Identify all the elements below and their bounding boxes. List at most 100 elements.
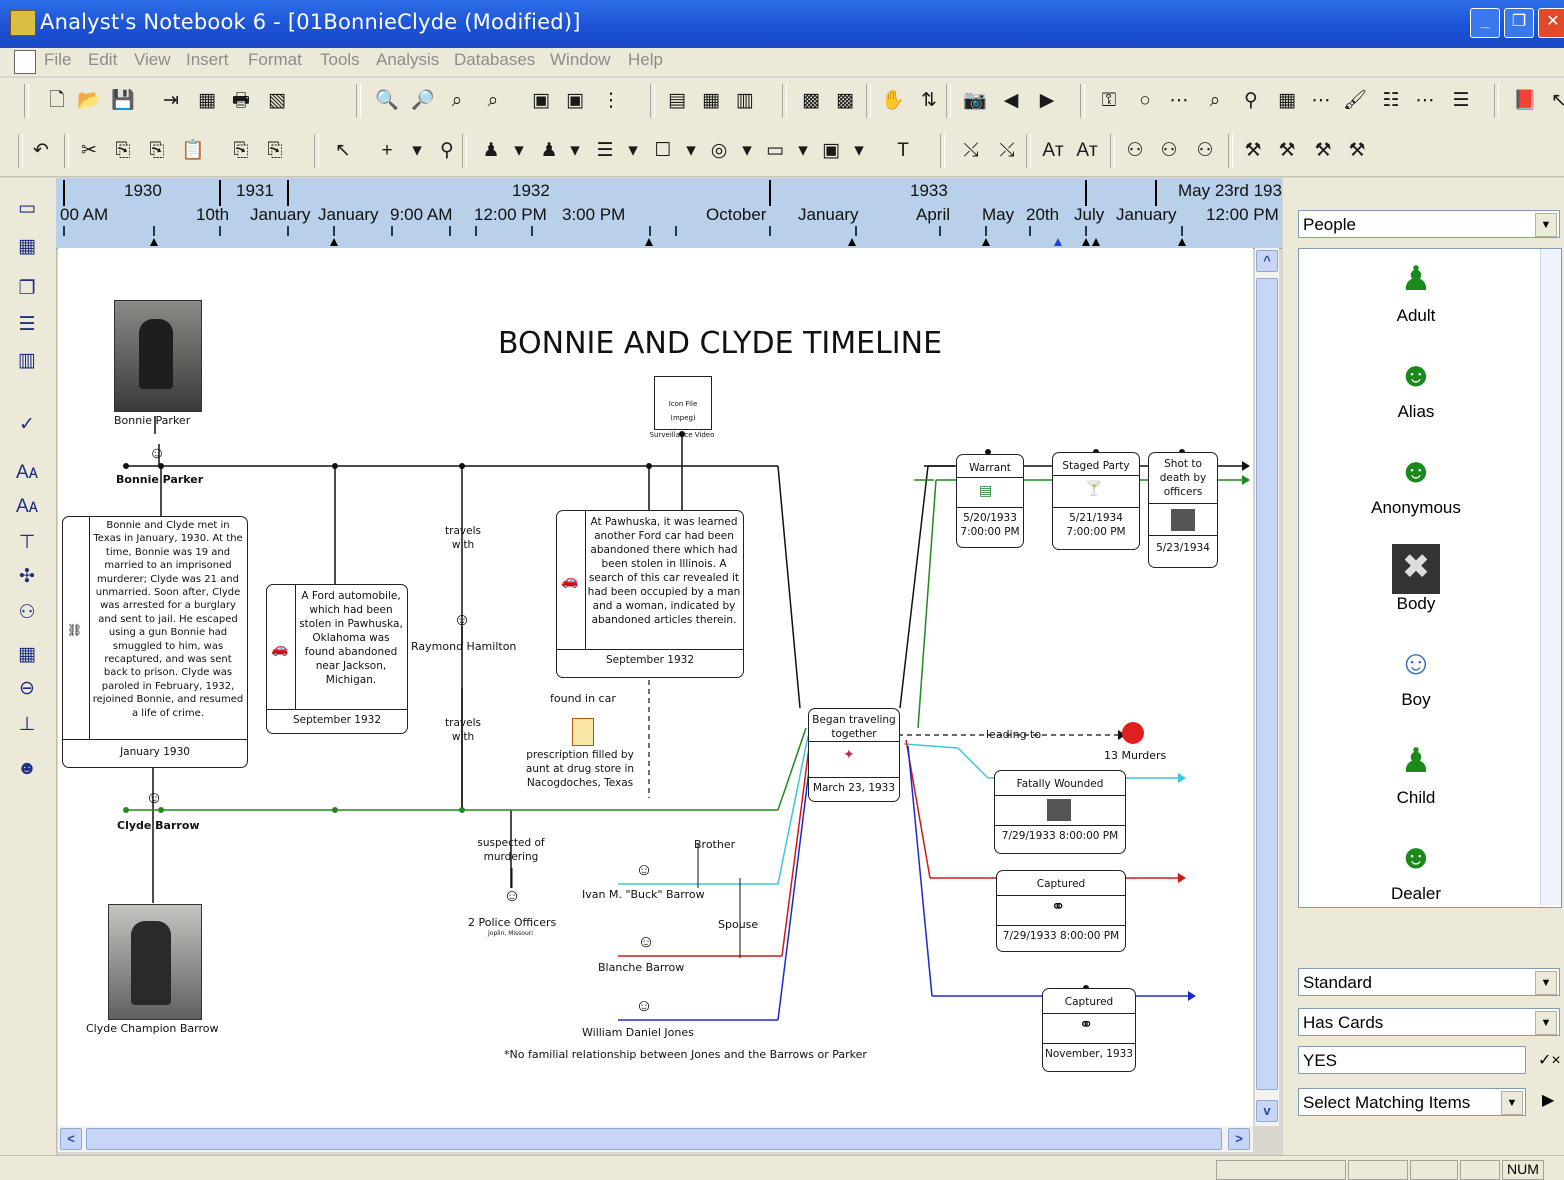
open-icon[interactable]: 📂 <box>77 90 101 111</box>
link-icon[interactable]: ⊖ <box>19 678 35 699</box>
chevron-down-icon[interactable]: ▾ <box>798 140 808 161</box>
book-icon[interactable]: 📕 <box>1513 90 1537 111</box>
text-icon[interactable]: T <box>897 140 909 161</box>
copy-icon[interactable]: ⎘ <box>115 140 131 161</box>
attribute-dropdown[interactable]: Has Cards▼ <box>1298 1008 1560 1036</box>
clear-value-icon[interactable]: ✓× <box>1538 1052 1561 1069</box>
circle-icon[interactable]: ○ <box>1139 90 1151 111</box>
key-icon[interactable]: ⚿ <box>1101 90 1117 111</box>
event-warrant-box[interactable]: Warrant ▤ 5/20/1933 7:00:00 PM <box>956 454 1024 548</box>
frame-icon[interactable]: ▭ <box>18 198 36 219</box>
image-icon[interactable]: ▣ <box>822 140 840 161</box>
copy-format-icon[interactable]: ⎘ <box>233 140 249 161</box>
horizontal-scrollbar[interactable]: < > <box>58 1126 1253 1152</box>
chevron-down-icon[interactable]: ▾ <box>742 140 752 161</box>
menu-view[interactable]: View <box>134 50 171 69</box>
hand-icon[interactable]: ✋ <box>881 90 905 111</box>
murders-icon[interactable] <box>1122 722 1144 744</box>
event-captured1-box[interactable]: Captured ⚭ 7/29/1933 8:00:00 PM <box>996 870 1126 952</box>
menu-insert[interactable]: Insert <box>186 50 229 69</box>
chart-canvas[interactable]: BONNIE AND CLYDE TIMELINE Bonnie Parker … <box>58 248 1253 1126</box>
run-action-icon[interactable]: ▶ <box>1542 1092 1555 1109</box>
arrange-icon[interactable]: ⚇ <box>1126 140 1144 161</box>
palette-scrollbar[interactable] <box>1540 249 1561 905</box>
palette-item-anonymous[interactable]: ☻Anonymous <box>1356 448 1476 518</box>
male-person-icon-clyde[interactable]: ☺ <box>145 788 163 807</box>
menu-format[interactable]: Format <box>248 50 302 69</box>
chevron-down-icon[interactable]: ▼ <box>1501 1091 1523 1115</box>
minimize-button[interactable]: _ <box>1470 8 1500 38</box>
sort-icon[interactable]: ⇅ <box>921 90 937 111</box>
grid-icon[interactable]: ▦ <box>702 90 720 111</box>
entity-icon[interactable]: ♟ <box>482 140 500 161</box>
tool3-icon[interactable]: ⚒ <box>1314 140 1332 161</box>
menu-tools[interactable]: Tools <box>320 50 360 69</box>
columns-icon[interactable]: ▥ <box>18 350 36 371</box>
import-icon[interactable]: ⇥ <box>163 90 179 111</box>
paste-ghost-icon[interactable]: ⎘ <box>149 140 165 161</box>
vertical-scrollbar[interactable]: ^ v <box>1255 248 1279 1126</box>
chevron-down-icon[interactable]: ▾ <box>570 140 580 161</box>
zoom-in-icon[interactable]: 🔍 <box>375 90 399 111</box>
pin-icon[interactable]: ⚲ <box>440 140 454 161</box>
blanche-person-icon[interactable]: ☺ <box>637 932 655 951</box>
chevron-down-icon[interactable]: ▼ <box>1535 1011 1557 1035</box>
dots-icon[interactable]: ⋯ <box>1169 90 1189 111</box>
paste-format-icon[interactable]: ⎘ <box>267 140 283 161</box>
table-icon[interactable]: ▦ <box>18 236 36 257</box>
grid-icon[interactable]: ▦ <box>18 644 36 665</box>
document-icon[interactable] <box>14 50 36 74</box>
event-began-box[interactable]: Began traveling together ✦ March 23, 193… <box>808 708 900 802</box>
cluster-icon[interactable]: ⚇ <box>18 602 36 623</box>
layout-arrange-icon[interactable]: ▣ <box>566 90 584 111</box>
medicine-bottle-icon[interactable] <box>572 718 594 746</box>
chevron-down-icon[interactable]: ▾ <box>628 140 638 161</box>
palette-item-body[interactable]: ✖Body <box>1356 544 1476 614</box>
paint-icon[interactable]: 🖌 <box>1342 90 1368 111</box>
buck-person-icon[interactable]: ☺ <box>635 860 653 879</box>
circle-target-icon[interactable]: ◎ <box>710 140 728 161</box>
print-icon[interactable]: 🖶 <box>232 90 250 111</box>
event-ford-box[interactable]: A Ford automobile, which had been stolen… <box>266 584 408 734</box>
people-icon[interactable]: ☻ <box>17 758 37 779</box>
action-dropdown[interactable]: Select Matching Items▼ <box>1298 1088 1526 1116</box>
value-input[interactable]: YES <box>1298 1046 1526 1074</box>
matrix-icon[interactable]: ▦ <box>1278 90 1296 111</box>
paste-icon[interactable]: 📋 <box>181 140 205 161</box>
palette-item-dealer[interactable]: ☻Dealer <box>1356 834 1476 904</box>
chart-properties-icon[interactable]: ▦ <box>198 90 216 111</box>
cut-icon[interactable]: ✂ <box>81 140 97 161</box>
tool-icon[interactable]: ⚒ <box>1244 140 1262 161</box>
layers-icon[interactable]: ❐ <box>18 278 36 299</box>
title-bar[interactable]: Analyst's Notebook 6 - [01BonnieClyde (M… <box>0 0 1564 48</box>
spell-check-icon[interactable]: ✓ <box>19 414 35 435</box>
theme-line-icon[interactable]: ☰ <box>596 140 614 161</box>
scroll-up-button[interactable]: ^ <box>1256 250 1278 272</box>
police-icon[interactable]: ☺ <box>503 886 521 905</box>
dots3-icon[interactable]: ⋯ <box>1415 90 1435 111</box>
cross-icon[interactable]: + <box>381 140 393 161</box>
select-pointer-icon[interactable]: ↖ <box>335 140 351 161</box>
camera-icon[interactable]: 📷 <box>963 90 987 111</box>
zoom-fit-icon[interactable]: ⌕ <box>451 90 463 111</box>
event-staged-box[interactable]: Staged Party 🍸 5/21/1934 7:00:00 PM <box>1052 452 1140 550</box>
tool2-icon[interactable]: ⚒ <box>1278 140 1296 161</box>
horizontal-scroll-thumb[interactable] <box>86 1128 1222 1150</box>
tool4-icon[interactable]: ⚒ <box>1348 140 1366 161</box>
arrange3-icon[interactable]: ⚇ <box>1196 140 1214 161</box>
zoom-window-icon[interactable]: ⌕ <box>487 90 499 111</box>
zoom-out-icon[interactable]: 🔎 <box>411 90 435 111</box>
forward-icon[interactable]: ▶ <box>1039 90 1055 111</box>
pointer-icon[interactable]: ↖ <box>1551 90 1564 111</box>
network-icon[interactable]: ✣ <box>19 566 35 587</box>
video-box[interactable]: Icon File (mpeg) <box>654 376 712 430</box>
tree-icon[interactable]: ⚲ <box>1244 90 1258 111</box>
align2-icon[interactable]: ⊥ <box>18 714 36 735</box>
chevron-down-icon[interactable]: ▾ <box>514 140 524 161</box>
menu-file[interactable]: File <box>44 50 72 69</box>
palette-item-boy[interactable]: ☺Boy <box>1356 640 1476 710</box>
close-button[interactable]: ✕ <box>1538 8 1564 38</box>
table-icon[interactable]: ▥ <box>736 90 754 111</box>
chevron-down-icon[interactable]: ▾ <box>412 140 422 161</box>
event-pawhuska-box[interactable]: At Pawhuska, it was learned another Ford… <box>556 510 744 678</box>
